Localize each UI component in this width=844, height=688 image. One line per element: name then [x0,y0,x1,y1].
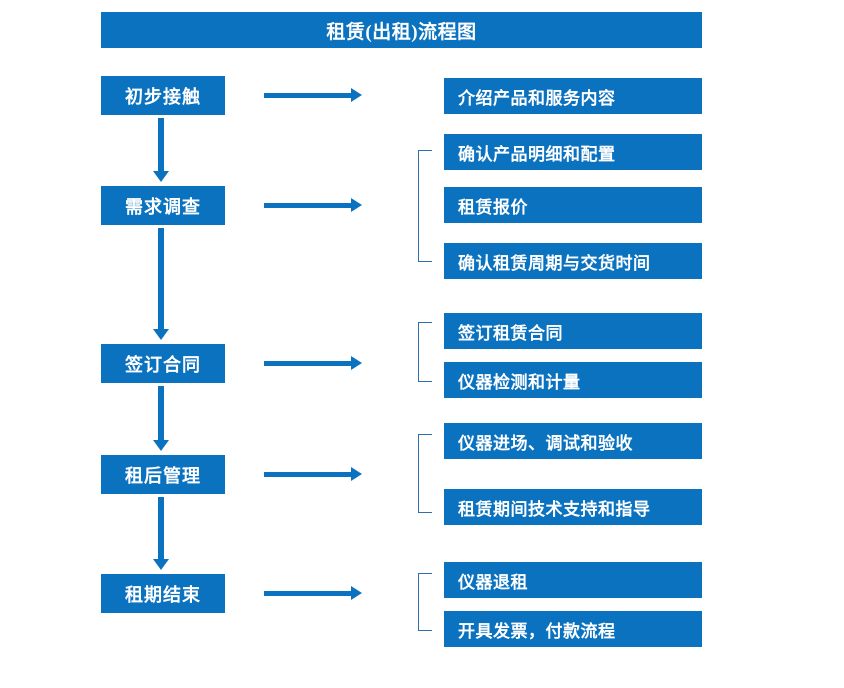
stage-box-sign-contract[interactable]: 签订合同 [101,344,225,383]
group-bracket-post-rental-management [418,434,432,513]
stage-box-requirement-survey[interactable]: 需求调查 [101,186,225,225]
vertical-arrow-1 [153,118,169,182]
vertical-arrow-2 [153,228,169,340]
group-bracket-requirement-survey [418,150,432,262]
vertical-arrow-4 [153,497,169,570]
detail-box-instrument-entry-commissioning-acceptance[interactable]: 仪器进场、调试和验收 [444,423,702,459]
group-bracket-rental-end [418,573,432,631]
vertical-arrow-3 [153,386,169,451]
detail-box-invoice-payment-process[interactable]: 开具发票，付款流程 [444,611,702,647]
horizontal-arrow-5 [264,586,362,600]
detail-box-technical-support-guidance[interactable]: 租赁期间技术支持和指导 [444,489,702,525]
detail-box-sign-rental-contract[interactable]: 签订租赁合同 [444,313,702,349]
detail-box-confirm-rental-period-delivery[interactable]: 确认租赁周期与交货时间 [444,243,702,279]
stage-box-post-rental-management[interactable]: 租后管理 [101,455,225,494]
detail-box-introduce-products-services[interactable]: 介绍产品和服务内容 [444,78,702,114]
group-bracket-sign-contract [418,322,432,382]
stage-box-initial-contact[interactable]: 初步接触 [101,76,225,115]
horizontal-arrow-3 [264,356,362,370]
detail-box-instrument-inspection-metering[interactable]: 仪器检测和计量 [444,362,702,398]
horizontal-arrow-4 [264,467,362,481]
detail-box-rental-quotation[interactable]: 租赁报价 [444,187,702,223]
horizontal-arrow-2 [264,198,362,212]
detail-box-instrument-return[interactable]: 仪器退租 [444,562,702,598]
detail-box-confirm-product-details-config[interactable]: 确认产品明细和配置 [444,134,702,170]
stage-box-rental-end[interactable]: 租期结束 [101,574,225,613]
horizontal-arrow-1 [264,88,362,102]
flowchart-title: 租赁(出租)流程图 [101,12,702,48]
